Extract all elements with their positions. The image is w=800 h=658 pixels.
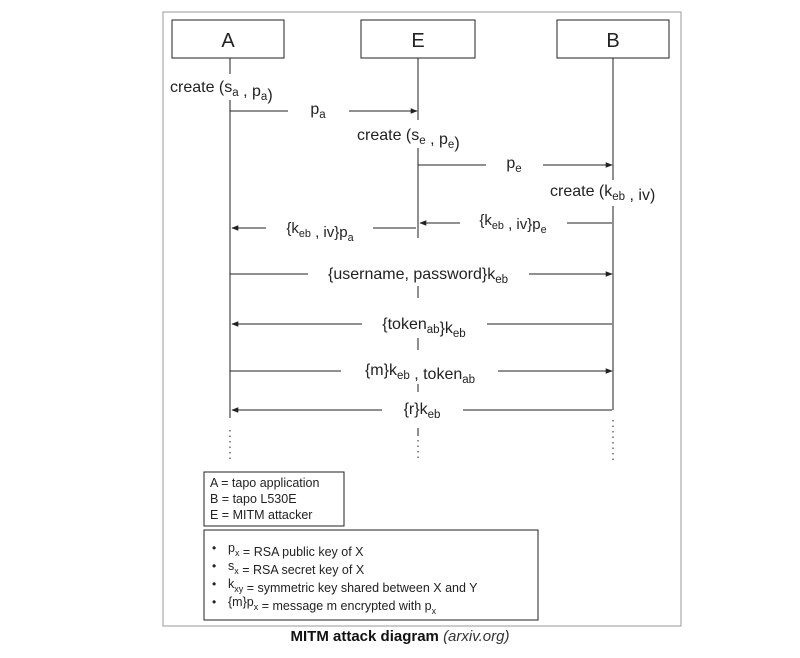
step-labels: create (sa , pa) pa create (se , pe) pe … xyxy=(170,79,655,421)
participant-a: A xyxy=(171,19,285,59)
participant-e-label: E xyxy=(411,30,424,52)
caption-source: (arxiv.org) xyxy=(443,628,510,645)
label-credentials: {username, password}keb xyxy=(328,266,508,286)
legend-secret-key: sx = RSA secret key of X xyxy=(228,559,365,577)
figure-caption: MITM attack diagram (arxiv.org) xyxy=(0,628,800,645)
legend-encrypted: {m}px = message m encrypted with px xyxy=(228,595,437,616)
participant-b-label: B xyxy=(606,30,619,52)
label-r: {r}keb xyxy=(404,401,441,421)
label-pe: pe xyxy=(506,155,521,175)
legend-e: E = MITM attacker xyxy=(210,508,312,522)
participant-a-label: A xyxy=(221,30,235,52)
legend-sym-key: kxy = symmetric key shared between X and… xyxy=(228,577,478,595)
label-keb-pe: {keb , iv}pe xyxy=(479,212,546,236)
diagram-frame xyxy=(162,11,682,627)
label-keb-pa: {keb , iv}pa xyxy=(286,220,353,244)
legend-pub-key: px = RSA public key of X xyxy=(228,541,364,559)
label-token: {tokenab}keb xyxy=(382,316,465,340)
legend-a: A = tapo application xyxy=(210,476,320,490)
label-m: {m}keb , tokenab xyxy=(365,362,475,386)
participant-e: E xyxy=(360,19,476,59)
legend-notation: • px = RSA public key of X • sx = RSA se… xyxy=(203,529,539,621)
legend-participants: A = tapo application B = tapo L530E E = … xyxy=(203,471,345,527)
participant-b: B xyxy=(556,19,670,59)
label-pa: pa xyxy=(310,101,326,121)
legend-bullet: • xyxy=(212,595,216,609)
label-create-b: create (keb , iv) xyxy=(550,183,655,204)
legend-bullet: • xyxy=(212,577,216,591)
messages xyxy=(230,108,613,413)
legend-bullet: • xyxy=(212,541,216,555)
caption-title: MITM attack diagram xyxy=(290,628,439,645)
legend-bullet: • xyxy=(212,559,216,573)
label-create-e: create (se , pe) xyxy=(357,127,460,152)
label-create-a: create (sa , pa) xyxy=(170,79,273,104)
legend-b: B = tapo L530E xyxy=(210,492,297,506)
lifelines xyxy=(229,58,614,462)
